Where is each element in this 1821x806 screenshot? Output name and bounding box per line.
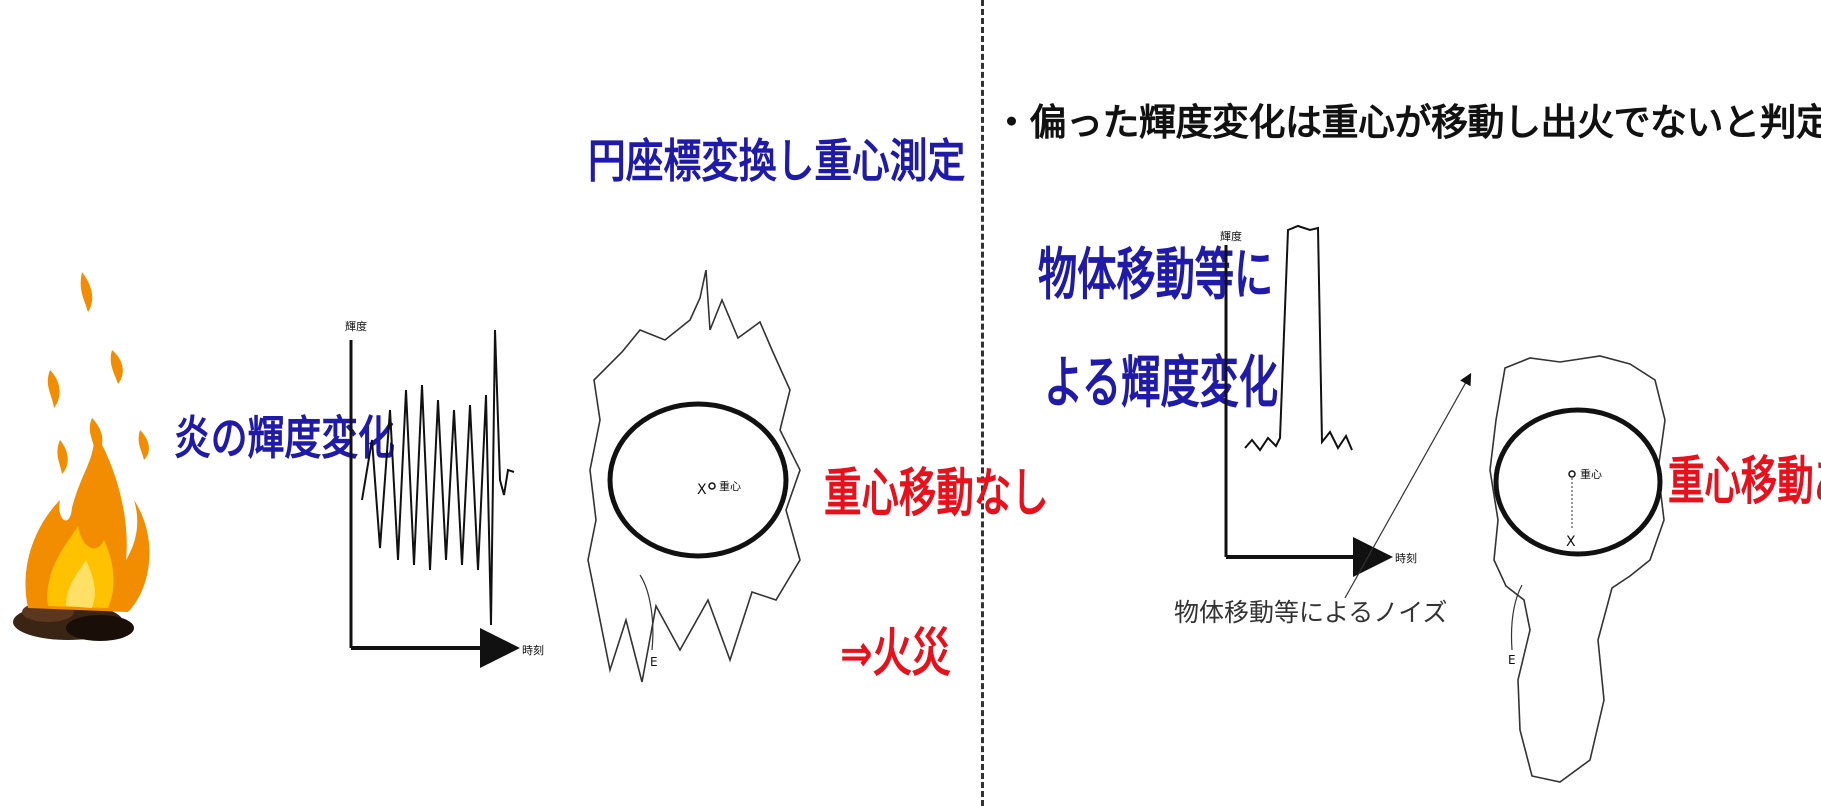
right-result-movement: 重心移動あり [1668, 452, 1821, 512]
right-centroid-x-mark: X [1566, 534, 1576, 550]
left-edge-label: E [650, 655, 658, 669]
right-centroid-label: 重心 [1580, 467, 1602, 481]
right-centroid-circle [1568, 470, 1576, 478]
left-centroid-x-mark: X [697, 482, 707, 498]
right-edge-label: E [1508, 653, 1516, 667]
left-flicker-waveform [361, 329, 515, 626]
dashed-divider [981, 0, 984, 806]
campfire-icon [13, 272, 150, 641]
left-ellipse [607, 401, 789, 559]
object-movement-label-line2: よる輝度変化 [1044, 351, 1279, 416]
right-noise-waveform [1244, 224, 1353, 452]
left-graph-x-label: 時刻 [522, 643, 544, 657]
right-polar-diagram [1489, 355, 1666, 783]
noise-caption: 物体移動等によるノイズ [1174, 598, 1448, 627]
flame-brightness-label: 炎の輝度変化 [174, 411, 395, 465]
right-edge-pointer [1510, 584, 1523, 651]
left-brightness-graph [349, 329, 520, 668]
noise-pointer-arrow [1344, 372, 1472, 599]
right-brightness-graph [1224, 224, 1393, 577]
right-graph-y-label: 輝度 [1220, 229, 1242, 243]
object-movement-label-line1: 物体移動等に [1038, 243, 1274, 308]
right-heading: ・偏った輝度変化は重心が移動し出火でないと判定 [993, 101, 1821, 144]
right-brightness-outline [1489, 355, 1666, 783]
right-ellipse [1493, 407, 1663, 557]
left-result-no-movement: 重心移動なし [824, 464, 1049, 524]
left-edge-pointer [639, 574, 654, 651]
left-polar-diagram [587, 269, 801, 683]
left-centroid-label: 重心 [719, 479, 741, 493]
left-brightness-outline [587, 269, 801, 683]
right-graph-x-label: 時刻 [1395, 551, 1417, 565]
left-graph-y-label: 輝度 [345, 319, 367, 333]
left-title: 円座標変換し重心測定 [588, 134, 966, 188]
left-result-fire: ⇒火災 [840, 624, 951, 684]
left-centroid-circle [708, 482, 716, 490]
